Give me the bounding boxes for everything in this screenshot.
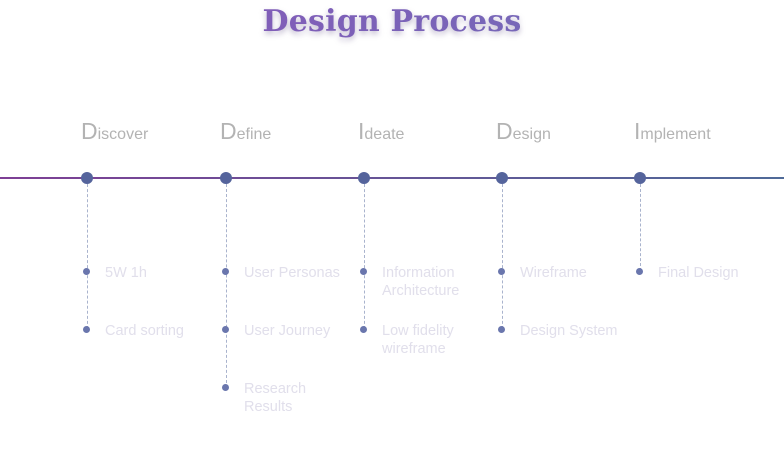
step-item: User Personas bbox=[222, 264, 374, 282]
phase-initial: D bbox=[496, 118, 513, 144]
bullet-icon bbox=[83, 268, 90, 275]
timeline-node bbox=[81, 172, 93, 184]
phase-define: Define User Personas User Journey Resear… bbox=[220, 0, 366, 467]
phase-label-rest: efine bbox=[236, 126, 272, 143]
phase-initial: D bbox=[81, 118, 98, 144]
phase-label: Ideate bbox=[358, 117, 404, 149]
step-item: 5W 1h bbox=[83, 264, 235, 282]
dashed-connector bbox=[502, 184, 503, 329]
phase-initial: I bbox=[634, 118, 641, 144]
phase-initial: I bbox=[358, 118, 365, 144]
bullet-icon bbox=[222, 326, 229, 333]
step-label: Card sorting bbox=[105, 323, 184, 339]
step-item: Design System bbox=[498, 322, 650, 340]
phase-discover: Discover 5W 1h Card sorting bbox=[81, 0, 227, 467]
step-label: Design System bbox=[520, 323, 618, 339]
step-label: Low fidelity wireframe bbox=[382, 323, 454, 357]
phase-label-rest: deate bbox=[364, 126, 405, 143]
phase-label: Design bbox=[496, 117, 551, 149]
phase-design: Design Wireframe Design System bbox=[496, 0, 642, 467]
phase-label: Discover bbox=[81, 117, 148, 149]
timeline-node bbox=[358, 172, 370, 184]
step-label: Information Architecture bbox=[382, 265, 460, 299]
dashed-connector bbox=[364, 184, 365, 329]
timeline-line bbox=[0, 177, 784, 179]
step-label: 5W 1h bbox=[105, 265, 147, 281]
step-item: Research Results bbox=[222, 380, 334, 416]
bullet-icon bbox=[360, 268, 367, 275]
step-item: Information Architecture bbox=[360, 264, 482, 300]
phase-implement: Implement Final Design bbox=[634, 0, 780, 467]
phase-label: Implement bbox=[634, 117, 711, 149]
timeline-node bbox=[220, 172, 232, 184]
phase-label: Define bbox=[220, 117, 271, 149]
dashed-connector bbox=[226, 184, 227, 388]
timeline-node bbox=[496, 172, 508, 184]
bullet-icon bbox=[498, 326, 505, 333]
page-title: Design Process bbox=[0, 0, 784, 44]
bullet-icon bbox=[498, 268, 505, 275]
phase-label-rest: mplement bbox=[640, 126, 711, 143]
timeline-node bbox=[634, 172, 646, 184]
bullet-icon bbox=[222, 268, 229, 275]
step-label: Wireframe bbox=[520, 265, 587, 281]
step-label: User Personas bbox=[244, 265, 340, 281]
step-label: User Journey bbox=[244, 323, 331, 339]
phase-ideate: Ideate Information Architecture Low fide… bbox=[358, 0, 504, 467]
bullet-icon bbox=[360, 326, 367, 333]
step-item: Final Design bbox=[636, 264, 778, 282]
phase-label-rest: esign bbox=[512, 126, 551, 143]
dashed-connector bbox=[87, 184, 88, 329]
step-label: Final Design bbox=[658, 265, 739, 281]
step-item: Card sorting bbox=[83, 322, 235, 340]
bullet-icon bbox=[83, 326, 90, 333]
step-item: Wireframe bbox=[498, 264, 650, 282]
bullet-icon bbox=[222, 384, 229, 391]
step-label: Research Results bbox=[244, 381, 307, 415]
dashed-connector bbox=[640, 184, 641, 271]
step-item: User Journey bbox=[222, 322, 374, 340]
step-item: Low fidelity wireframe bbox=[360, 322, 482, 358]
phase-label-rest: iscover bbox=[97, 126, 149, 143]
phase-initial: D bbox=[220, 118, 237, 144]
bullet-icon bbox=[636, 268, 643, 275]
